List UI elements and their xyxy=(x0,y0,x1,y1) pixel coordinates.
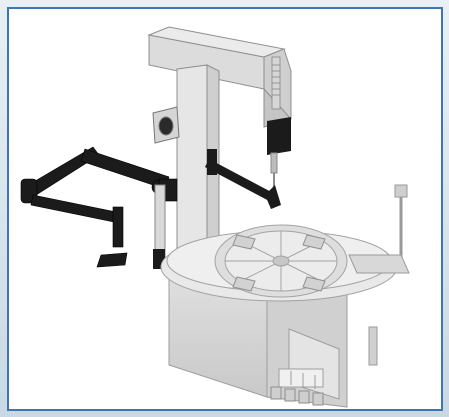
mount-head xyxy=(267,117,291,189)
threaded-post xyxy=(271,56,281,110)
foot-pedals xyxy=(270,386,324,406)
assist-arm xyxy=(20,146,178,268)
column-bracket xyxy=(152,106,180,144)
side-accessory xyxy=(348,184,410,366)
illustration-panel xyxy=(7,7,443,411)
lower-post xyxy=(153,184,166,269)
tyre-changer-machine-illustration xyxy=(20,26,410,408)
right-lever-arm xyxy=(205,149,281,209)
clamp-jaws xyxy=(232,234,326,292)
